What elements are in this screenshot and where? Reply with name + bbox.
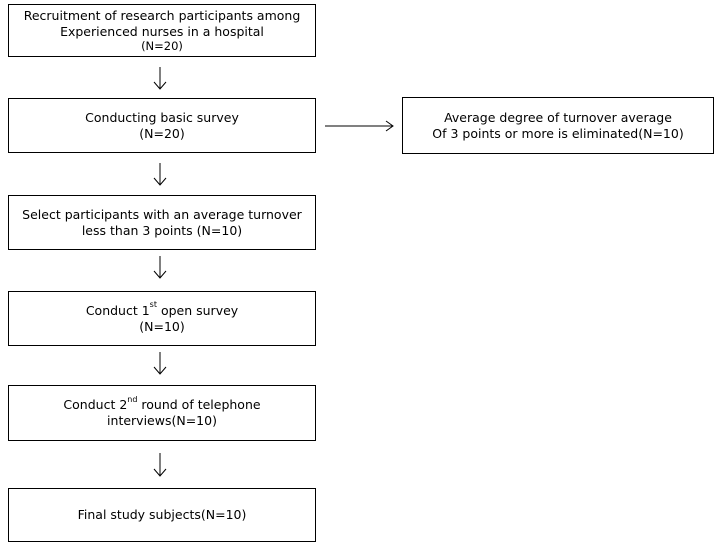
open-survey-pre: Conduct 1 [85,302,150,318]
open-survey-count: (N=10) [139,318,185,334]
select-line2: less than 3 points (N=10) [81,222,243,238]
step-open-survey-box: Conduct 1st open survey (N=10) [8,291,316,346]
step-recruitment-box: Recruitment of research participants amo… [8,4,316,57]
basic-survey-count: (N=20) [139,125,185,141]
recruitment-line2: Experienced nurses in a hospital [60,24,264,39]
eliminated-line1: Average degree of turnover average [444,109,672,125]
telephone-line1: Conduct 2nd round of telephone [63,394,261,413]
open-survey-sup: st [149,300,157,310]
arrow-down-1 [153,67,167,90]
open-survey-post: open survey [156,302,239,318]
final-label: Final study subjects(N=10) [77,507,247,522]
eliminated-line2: Of 3 points or more is eliminated(N=10) [432,125,684,141]
step-telephone-box: Conduct 2nd round of telephone interview… [8,385,316,441]
arrow-down-5 [153,453,167,477]
telephone-post: round of telephone [137,397,261,412]
eliminated-box: Average degree of turnover average Of 3 … [402,97,714,154]
recruitment-count: (N=20) [141,39,183,53]
select-line1: Select participants with an average turn… [22,206,302,222]
step-final-box: Final study subjects(N=10) [8,488,316,542]
arrow-down-2 [153,163,167,186]
open-survey-line1: Conduct 1st open survey [85,300,239,319]
recruitment-line1: Recruitment of research participants amo… [23,8,301,23]
arrow-down-4 [153,352,167,375]
arrow-down-3 [153,256,167,279]
basic-survey-label: Conducting basic survey [85,109,239,125]
telephone-line2: interviews(N=10) [107,413,217,428]
step-basic-survey-box: Conducting basic survey (N=20) [8,98,316,153]
arrow-right-eliminate [325,120,394,132]
telephone-sup: nd [127,394,138,404]
telephone-pre: Conduct 2 [63,397,128,412]
step-select-box: Select participants with an average turn… [8,195,316,250]
